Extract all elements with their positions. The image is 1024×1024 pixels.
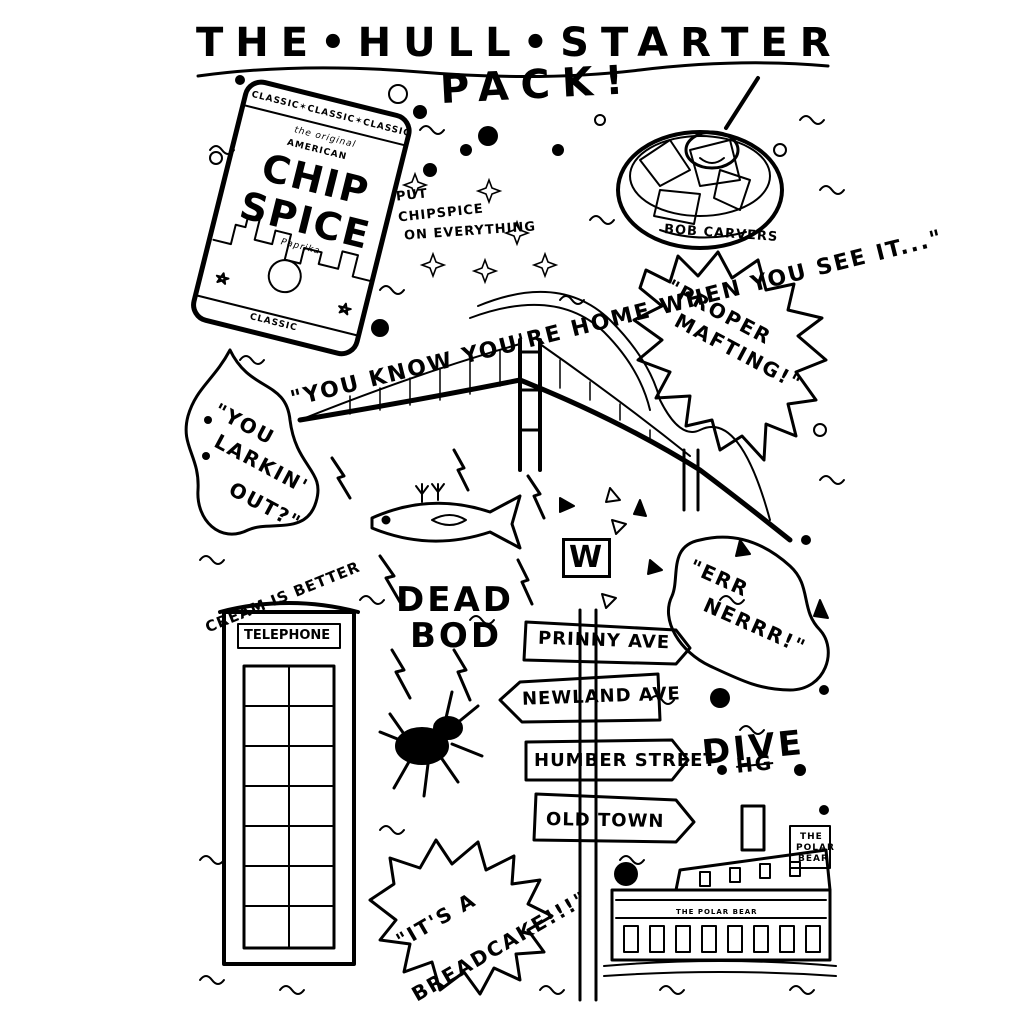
decorative-triangles [559, 487, 829, 619]
polar-bear-sign-3: BEAR [798, 854, 829, 864]
sign-old-town: OLD TOWN [545, 808, 665, 833]
chip-spice-tub [191, 79, 412, 357]
dead-bod-1: DEAD [396, 580, 514, 620]
bob-carvers-bowl [616, 76, 784, 250]
lightning-bolts [330, 448, 546, 702]
polar-bear-sign-1: THE [800, 832, 823, 842]
polar-bear-fascia: THE POLAR BEAR [676, 908, 758, 916]
sign-humber-street: HUMBER STREET [534, 750, 717, 771]
breadcake-burst [368, 838, 554, 996]
decorative-dots [202, 75, 829, 886]
humber-bridge [297, 290, 793, 543]
err-bubble [666, 535, 830, 692]
polar-bear-sign-2: POLAR [796, 843, 835, 853]
polar-bear-pub [603, 804, 837, 977]
chip-spice-base: CLASSIC [248, 312, 299, 334]
w-logo: W [562, 538, 612, 578]
dead-bod-2: BOD [410, 616, 503, 656]
title-underline [196, 61, 830, 79]
fish-drawing [370, 483, 522, 550]
decorative-squiggles [199, 115, 845, 995]
sparkles [401, 171, 559, 285]
telephone-label: TELEPHONE [244, 628, 331, 643]
telephone-box [218, 601, 360, 966]
decorative-rings [209, 84, 827, 437]
title-line-1: THE•HULL•STARTER [196, 20, 843, 66]
larkin-bubble [184, 348, 320, 536]
signpost [498, 608, 696, 1002]
spider-drawing [378, 690, 484, 798]
dive-strike: HG [734, 750, 775, 778]
